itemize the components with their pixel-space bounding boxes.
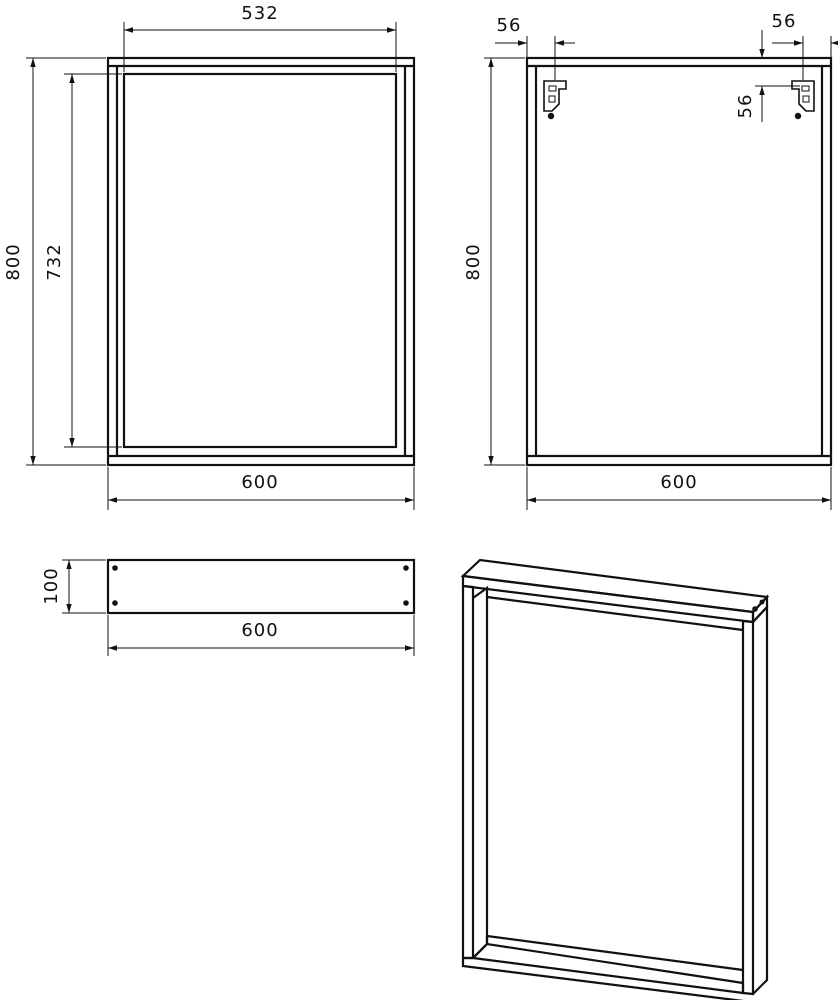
front-inner-opening — [122, 72, 398, 449]
screw-hole-icon — [112, 565, 118, 571]
top-view: 100 600 — [41, 558, 416, 656]
screw-hole-icon — [112, 600, 118, 606]
screw-hole-icon — [752, 606, 758, 612]
iso-inner-top-edge — [486, 595, 744, 632]
dim-front-height: 800 — [3, 243, 24, 280]
back-view: 56 56 56 800 600 — [463, 11, 838, 510]
screw-hole-icon — [403, 565, 409, 571]
dim-back-height: 800 — [463, 243, 484, 280]
iso-left-panel-front — [461, 584, 475, 960]
iso-right-panel-end — [752, 604, 769, 995]
front-view: 532 800 732 600 — [3, 3, 416, 510]
iso-bottom-inner-edge — [486, 934, 744, 972]
isometric-view — [460, 558, 770, 1000]
screw-hole-icon — [403, 600, 409, 606]
dim-top-width: 600 — [241, 620, 278, 641]
iso-right-panel-front — [741, 619, 755, 996]
top-view-panel — [106, 558, 416, 615]
iso-left-panel-inner — [472, 585, 489, 959]
iso-bottom-front-edge — [461, 958, 744, 1000]
hanger-bracket-right-icon — [791, 80, 815, 120]
dim-front-inner-width: 532 — [241, 3, 278, 24]
dim-back-width: 600 — [660, 472, 697, 493]
hanger-bracket-left-icon — [543, 80, 567, 120]
dim-front-width: 600 — [241, 472, 278, 493]
dim-top-depth: 100 — [41, 567, 62, 604]
iso-bottom-panel — [463, 942, 745, 995]
dim-front-inner-height: 732 — [44, 243, 65, 280]
front-outer-frame — [106, 56, 416, 467]
dim-back-hanger-right: 56 — [772, 11, 797, 32]
back-outer-frame — [525, 56, 833, 467]
screw-hole-icon — [759, 599, 765, 605]
dim-back-hanger-left: 56 — [497, 15, 522, 36]
dim-back-hanger-top: 56 — [735, 94, 756, 119]
